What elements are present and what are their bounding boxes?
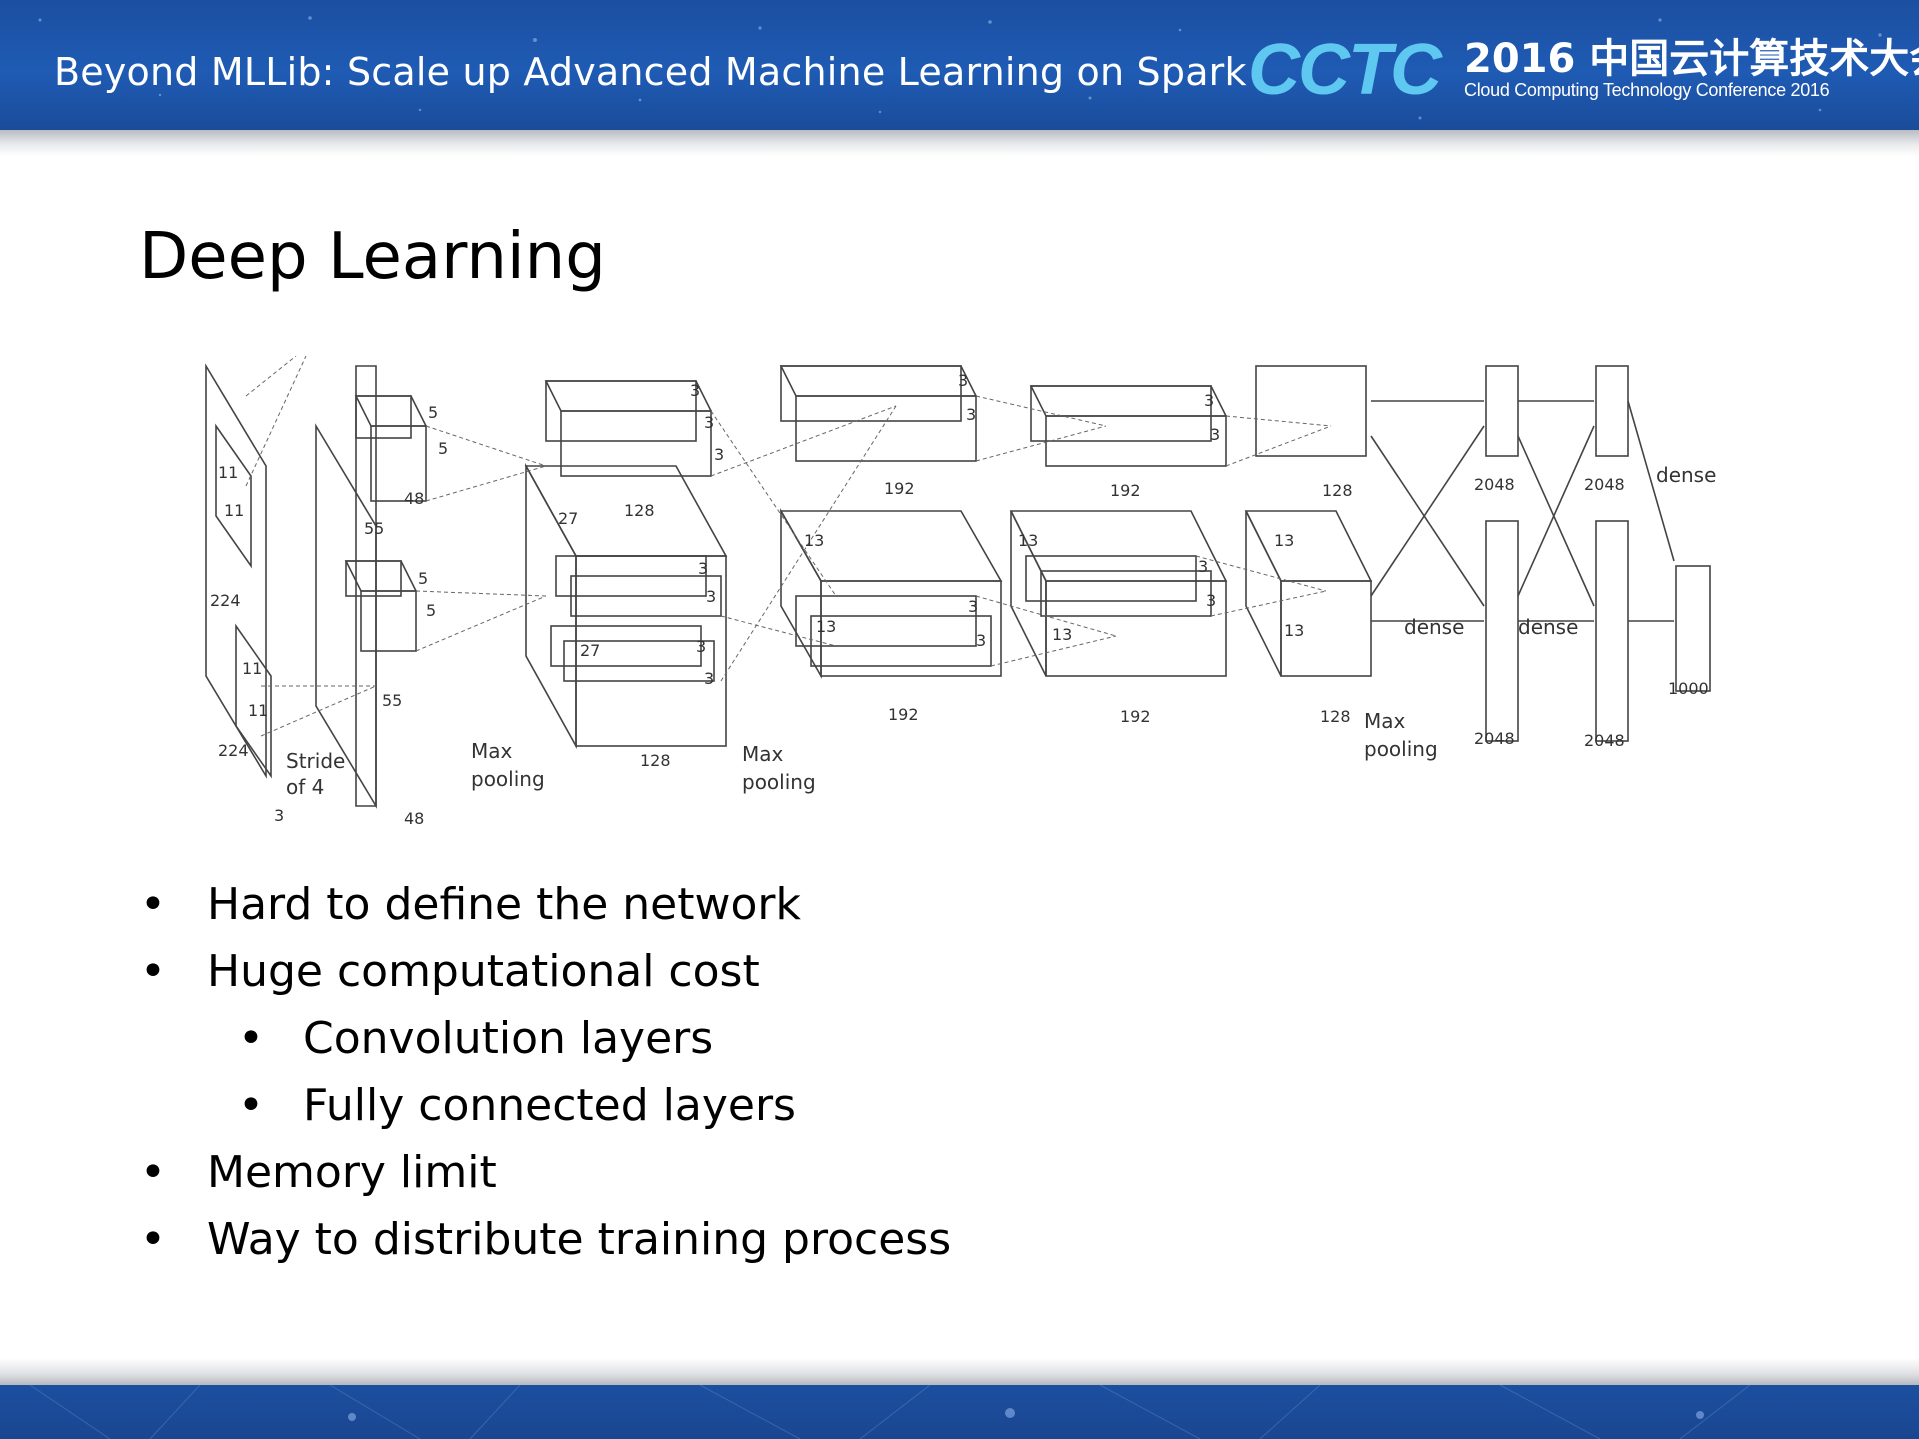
label: 13 [1274, 531, 1294, 550]
label: 3 [1204, 391, 1214, 410]
label: 13 [804, 531, 824, 550]
conference-name-en: Cloud Computing Technology Conference 20… [1464, 80, 1830, 100]
bullet-text: Hard to define the network [207, 879, 801, 930]
label: 224 [210, 591, 241, 610]
footer-network-pattern [29, 1385, 1751, 1439]
footer-banner [0, 1385, 1919, 1439]
bullet-glyph: • [140, 1214, 166, 1265]
label: 2048 [1584, 475, 1625, 494]
bullet-text: Memory limit [207, 1147, 497, 1198]
bullet-text: Way to distribute training process [207, 1214, 952, 1265]
header-starfield [38, 16, 1882, 120]
label: 128 [640, 751, 671, 770]
conference-name-cn: 2016 中国云计算技术大会 [1464, 36, 1919, 82]
label: 13 [1018, 531, 1038, 550]
label: 5 [428, 403, 438, 422]
label: Stride [286, 749, 345, 773]
label: Max [471, 739, 513, 763]
label: pooling [1364, 737, 1438, 761]
label: 192 [1120, 707, 1151, 726]
bullet-glyph: • [238, 1013, 264, 1064]
label: dense [1404, 615, 1464, 639]
label: 3 [968, 597, 978, 616]
label: 3 [274, 806, 284, 825]
label: pooling [471, 767, 545, 791]
label: 128 [1322, 481, 1353, 500]
label: Max [1364, 709, 1406, 733]
label: 3 [958, 371, 968, 390]
slide-title: Deep Learning [139, 220, 606, 294]
label: 48 [404, 489, 424, 508]
label: 5 [418, 569, 428, 588]
label: 224 [218, 741, 249, 760]
label: 55 [382, 691, 402, 710]
label: 192 [888, 705, 919, 724]
label: 3 [1198, 557, 1208, 576]
header-banner: Beyond MLLib: Scale up Advanced Machine … [0, 0, 1919, 130]
label: 27 [558, 509, 578, 528]
bullet-glyph: • [140, 879, 166, 930]
label: 11 [218, 463, 238, 482]
label: dense [1518, 615, 1578, 639]
label: 13 [816, 617, 836, 636]
label: 3 [704, 413, 714, 432]
label: 11 [248, 701, 268, 720]
label: 11 [242, 659, 262, 678]
label: 192 [884, 479, 915, 498]
label: 3 [706, 587, 716, 606]
label: 3 [696, 637, 706, 656]
label: Max [742, 742, 784, 766]
label: 3 [976, 631, 986, 650]
bullet-text: Convolution layers [303, 1013, 714, 1064]
label: 3 [714, 445, 724, 464]
label: 3 [1206, 591, 1216, 610]
label: dense [1656, 463, 1716, 487]
cctc-logo: CCTC [1248, 30, 1442, 110]
bullet-glyph: • [140, 1147, 166, 1198]
label: 3 [1210, 425, 1220, 444]
bullet-text: Huge computational cost [207, 946, 760, 997]
label: 128 [1320, 707, 1351, 726]
label: 128 [624, 501, 655, 520]
alexnet-architecture-diagram: 11 11 224 11 11 224 3 Stride of 4 5 5 48… [205, 356, 1716, 828]
label: 2048 [1474, 475, 1515, 494]
bullet-text: Fully connected layers [303, 1080, 796, 1131]
label: 1000 [1668, 679, 1709, 698]
footer-shadow [0, 1358, 1919, 1385]
label: 3 [698, 559, 708, 578]
label: 27 [580, 641, 600, 660]
label: 192 [1110, 481, 1141, 500]
label: 55 [364, 519, 384, 538]
bullet-glyph: • [238, 1080, 264, 1131]
label: 2048 [1584, 731, 1625, 750]
label: of 4 [286, 775, 324, 799]
bullet-glyph: • [140, 946, 166, 997]
label: 3 [704, 669, 714, 688]
label: 13 [1052, 625, 1072, 644]
header-shadow [0, 130, 1919, 156]
presentation-title: Beyond MLLib: Scale up Advanced Machine … [54, 50, 1247, 94]
label: 5 [426, 601, 436, 620]
label: pooling [742, 770, 816, 794]
label: 3 [690, 381, 700, 400]
label: 48 [404, 809, 424, 828]
label: 13 [1284, 621, 1304, 640]
label: 2048 [1474, 729, 1515, 748]
label: 5 [438, 439, 448, 458]
label: 3 [966, 405, 976, 424]
label: 11 [224, 501, 244, 520]
